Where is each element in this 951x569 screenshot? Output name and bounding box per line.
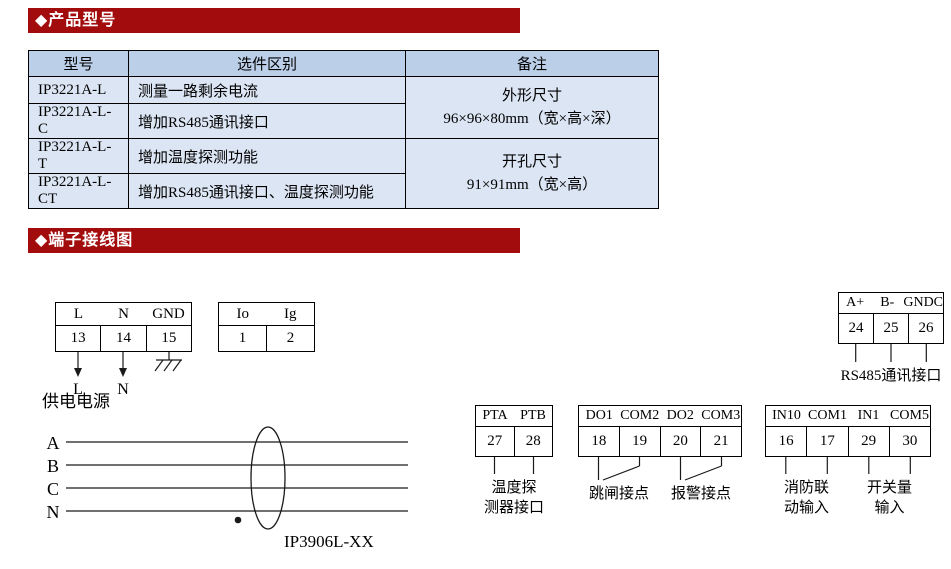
terminal-15: 15 xyxy=(161,330,177,346)
rs485-terminal-box: 24 25 26 xyxy=(838,313,944,344)
power-terminal-box: 13 14 15 xyxy=(55,325,192,352)
ct-model-label: IP3906L-XX xyxy=(284,532,374,551)
label-com2: COM2 xyxy=(620,408,660,423)
terminal-29: 29 xyxy=(849,427,890,456)
label-Ig: Ig xyxy=(284,305,297,322)
phase-n-label: N xyxy=(46,502,60,522)
model-cell: IP3221A-L-T xyxy=(28,138,129,174)
table-row: IP3221A-L-C 增加RS485通讯接口 xyxy=(28,103,659,139)
remark-outline-title: 外形尺寸 xyxy=(501,88,562,104)
label-a-plus: A+ xyxy=(846,295,865,310)
label-com5: COM5 xyxy=(890,408,929,423)
trip-contact-caption: 跳闸接点 xyxy=(588,486,649,502)
remark-cutout-value: 91×91mm（宽×高） xyxy=(466,176,598,193)
terminal-21: 21 xyxy=(713,433,729,449)
temp-label-box: PTA PTB xyxy=(475,405,553,427)
label-gndc: GNDC xyxy=(903,295,944,310)
remark-cutout-cell: 开孔尺寸 91×91mm（宽×高） xyxy=(405,138,659,209)
terminal-16: 16 xyxy=(766,427,808,456)
terminal-19: 19 xyxy=(620,427,661,456)
terminal-26: 26 xyxy=(918,320,934,336)
relay-label-box: DO1 COM2 DO2 COM3 xyxy=(578,405,742,427)
option-cell: 测量一路剩余电流 xyxy=(128,76,406,104)
section-title-wiring-diagram: ◆端子接线图 xyxy=(28,228,520,253)
rs485-caption: RS485通讯接口 xyxy=(840,368,942,384)
alarm-contact-caption: 报警接点 xyxy=(670,486,731,502)
current-label-box: Io Ig xyxy=(218,302,315,326)
label-in10: IN10 xyxy=(772,408,801,423)
label-com1: COM1 xyxy=(808,408,847,423)
relay-contact-icons xyxy=(597,457,723,481)
switch-input-caption-line1: 开关量 xyxy=(866,480,912,496)
terminal-2: 2 xyxy=(286,330,295,346)
label-b-minus: B- xyxy=(880,295,895,310)
label-do2: DO2 xyxy=(666,408,694,423)
remark-outline-value: 96×96×80mm（宽×高×深） xyxy=(443,110,621,127)
polarity-dot xyxy=(234,516,242,524)
label-in1: IN1 xyxy=(857,408,880,423)
fire-input-caption-line1: 消防联 xyxy=(783,480,829,496)
terminal-1: 1 xyxy=(219,326,267,351)
phase-c-label: C xyxy=(46,479,59,499)
terminal-25: 25 xyxy=(874,314,909,343)
relay-terminal-box: 18 19 20 21 xyxy=(578,426,742,457)
fire-input-caption-line2: 动输入 xyxy=(783,500,829,516)
terminal-30: 30 xyxy=(902,433,918,449)
col-header-remark: 备注 xyxy=(405,50,659,77)
rs485-label-box: A+ B- GNDC xyxy=(838,292,944,314)
terminal-14: 14 xyxy=(101,326,147,351)
power-label-box: L N GND xyxy=(55,302,192,326)
terminal-18: 18 xyxy=(579,427,620,456)
label-ptb: PTB xyxy=(520,408,546,423)
product-model-table: 型号 选件区别 备注 IP3221A-L 测量一路剩余电流 外形尺寸 96×96… xyxy=(28,50,659,209)
phase-lines xyxy=(66,441,408,512)
col-header-model: 型号 xyxy=(28,50,129,77)
ground-icon xyxy=(154,352,182,372)
temp-terminal-box: 27 28 xyxy=(475,426,553,457)
model-cell: IP3221A-L xyxy=(28,76,129,104)
label-N: N xyxy=(118,305,129,322)
ct-coil xyxy=(250,426,286,530)
label-com3: COM3 xyxy=(701,408,741,423)
remark-cutout-title: 开孔尺寸 xyxy=(501,154,562,170)
option-cell: 增加温度探测功能 xyxy=(128,138,406,174)
terminal-28: 28 xyxy=(525,433,541,449)
terminal-13: 13 xyxy=(56,326,102,351)
option-cell: 增加RS485通讯接口 xyxy=(128,103,406,139)
power-arrows xyxy=(74,352,127,377)
phase-l-label: L xyxy=(73,381,83,398)
power-supply-caption: 供电电源 xyxy=(42,392,110,411)
neutral-n-label: N xyxy=(117,381,129,398)
temp-leads xyxy=(493,457,535,474)
label-do1: DO1 xyxy=(585,408,613,423)
remark-outline-cell: 外形尺寸 96×96×80mm（宽×高×深） xyxy=(405,76,659,139)
temp-caption-line1: 温度探 xyxy=(491,480,537,496)
input-label-box: IN10 COM1 IN1 COM5 xyxy=(765,405,931,427)
terminal-20: 20 xyxy=(661,427,702,456)
input-leads xyxy=(785,457,911,474)
option-cell: 增加RS485通讯接口、温度探测功能 xyxy=(128,173,406,209)
label-L: L xyxy=(73,305,84,322)
label-pta: PTA xyxy=(482,408,508,423)
current-terminal-box: 1 2 xyxy=(218,325,315,352)
switch-input-caption-line2: 输入 xyxy=(874,500,905,516)
rs485-leads xyxy=(855,344,927,362)
phase-b-label: B xyxy=(46,456,59,476)
terminal-27: 27 xyxy=(476,427,515,456)
section-title-product-models: ◆产品型号 xyxy=(28,8,520,33)
label-Io: Io xyxy=(236,305,250,322)
model-cell: IP3221A-L-CT xyxy=(28,173,129,209)
input-terminal-box: 16 17 29 30 xyxy=(765,426,931,457)
table-row: IP3221A-L-T 增加温度探测功能 开孔尺寸 91×91mm（宽×高） xyxy=(28,138,659,209)
temp-caption-line2: 测器接口 xyxy=(483,500,544,516)
label-GND: GND xyxy=(152,305,185,322)
table-row: IP3221A-L-CT 增加RS485通讯接口、温度探测功能 xyxy=(28,173,659,209)
phase-a-label: A xyxy=(46,433,60,453)
terminal-24: 24 xyxy=(839,314,874,343)
table-row: IP3221A-L 测量一路剩余电流 外形尺寸 96×96×80mm（宽×高×深… xyxy=(28,76,659,139)
terminal-17: 17 xyxy=(807,427,849,456)
